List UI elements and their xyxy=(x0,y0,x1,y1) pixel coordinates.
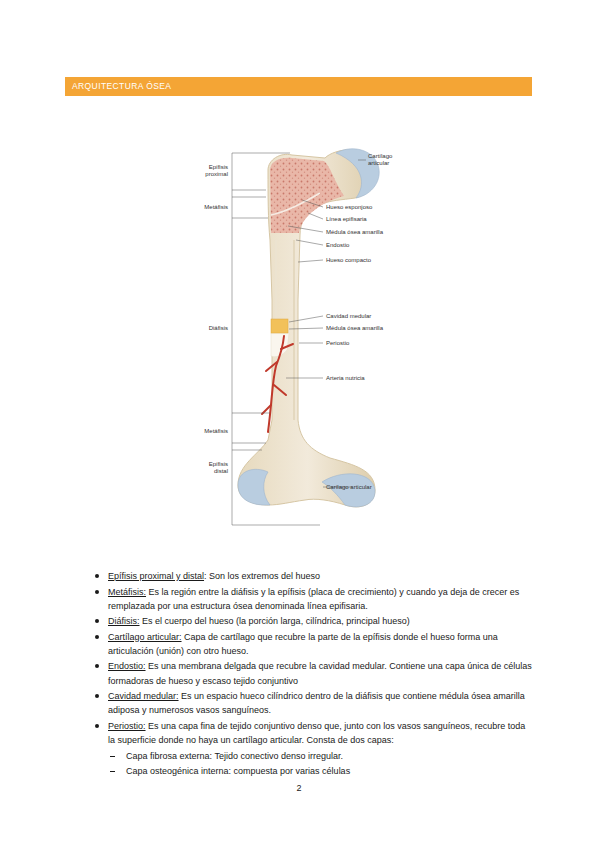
region-label: Metáfisis xyxy=(188,204,228,211)
spongy-bone xyxy=(270,158,344,233)
page-number: 2 xyxy=(296,783,301,794)
term: Epífisis proximal y distal xyxy=(108,571,204,581)
part-label: Cartílago articular xyxy=(368,153,404,167)
bullet-item: Metáfisis:Es la región entre la diáfisis… xyxy=(92,585,534,613)
term: Metáfisis: xyxy=(108,587,146,597)
bullet-dot xyxy=(95,724,99,728)
sub-item: Capa fibrosa externa: Tejido conectivo d… xyxy=(92,749,534,763)
bullet-item: Endostio:Es una membrana delgada que rec… xyxy=(92,659,534,687)
dash-marker xyxy=(110,756,115,757)
definition: Es una capa fina de tejido conjuntivo de… xyxy=(108,721,525,745)
part-label: Médula ósea amarilla xyxy=(326,229,396,236)
bullet-dot xyxy=(95,664,99,668)
definition: Es el cuerpo del hueso (la porción larga… xyxy=(142,616,410,626)
articular-cartilage xyxy=(322,474,375,507)
definition: Es la región entre la diáfisis y la epíf… xyxy=(108,587,519,611)
definition-list: Epífisis proximal y distal: Son los extr… xyxy=(92,569,534,780)
part-label: Carílago articular xyxy=(326,484,396,491)
term: Cavidad medular: xyxy=(108,691,179,701)
bullet-item: Cartílago articular:Capa de cartílago qu… xyxy=(92,630,534,658)
sub-definition: Capa fibrosa externa: Tejido conectivo d… xyxy=(126,751,343,761)
sub-item: Capa osteogénica interna: compuesta por … xyxy=(92,764,534,778)
bullet-dot xyxy=(95,694,99,698)
sub-definition: Capa osteogénica interna: compuesta por … xyxy=(126,766,350,776)
region-label: Diáfisis xyxy=(188,325,228,332)
bullet-dot xyxy=(95,635,99,639)
epiphyseal-line xyxy=(271,193,320,215)
compact-bone xyxy=(293,240,295,420)
term: Endostio: xyxy=(108,661,146,671)
region-brackets xyxy=(232,153,320,525)
bullet-dot xyxy=(95,619,99,623)
part-label: Arteria nutricia xyxy=(326,375,396,382)
term: Cartílago articular: xyxy=(108,632,182,642)
part-label: Periostio xyxy=(326,340,396,347)
region-label: Epífisis proximal xyxy=(194,164,228,178)
bullet-dot xyxy=(95,574,99,578)
term: Periostio: xyxy=(108,721,146,731)
part-label: Endostio xyxy=(326,242,396,249)
nutrient-artery xyxy=(262,336,293,432)
region-label: Epífisis distal xyxy=(194,461,228,475)
bullet-item: Epífisis proximal y distal: Son los extr… xyxy=(92,569,534,583)
part-label: Cavidad medular xyxy=(326,313,396,320)
bullet-dot xyxy=(95,590,99,594)
region-label: Metáfisis xyxy=(188,428,228,435)
part-label: Hueso compacto xyxy=(326,257,396,264)
part-label: Médula ósea amarilla xyxy=(326,325,396,332)
definition: Es una membrana delgada que recubre la c… xyxy=(108,661,532,685)
term: Diáfisis: xyxy=(108,616,140,626)
medullary-cavity xyxy=(271,319,288,333)
section-title: ARQUITECTURA ÓSEA xyxy=(72,81,171,92)
section-header-bar: ARQUITECTURA ÓSEA xyxy=(65,77,532,96)
bullet-item: Diáfisis:Es el cuerpo del hueso (la porc… xyxy=(92,614,534,628)
dash-marker xyxy=(110,771,115,772)
part-label: Hueso esponjoso xyxy=(326,204,396,211)
articular-cartilage xyxy=(238,469,270,505)
part-label: Línea epifisaria xyxy=(326,216,396,223)
bullet-item: Cavidad medular:Es un espacio hueco cilí… xyxy=(92,689,534,717)
definition: : Son los extremos del hueso xyxy=(204,571,320,581)
bullet-item: Periostio:Es una capa fina de tejido con… xyxy=(92,719,534,747)
